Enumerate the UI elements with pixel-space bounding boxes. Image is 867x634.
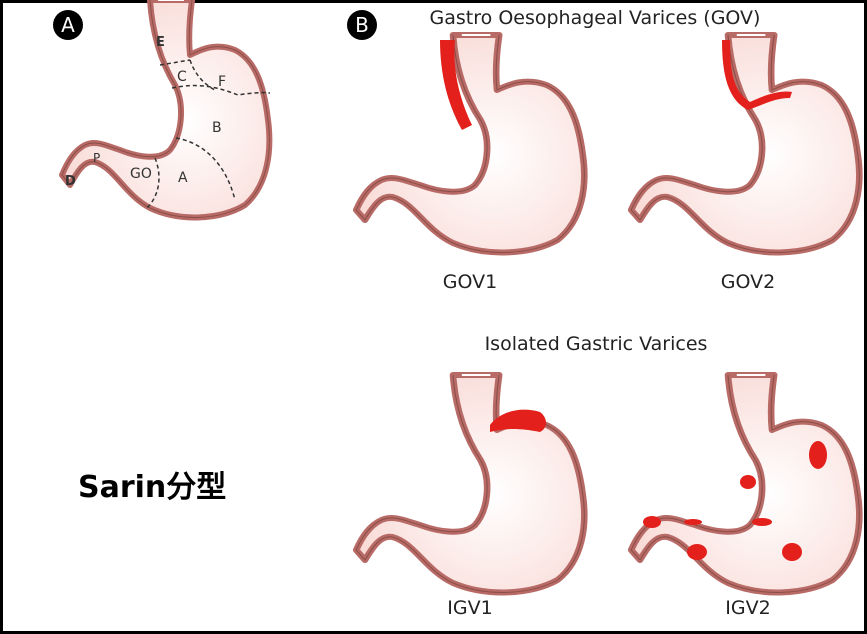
gov1-illustration xyxy=(356,35,584,252)
stomach-anatomy xyxy=(62,0,269,217)
panel-a-badge xyxy=(53,10,83,40)
region-label-c: C xyxy=(177,69,187,85)
region-label-a: A xyxy=(178,170,188,186)
panel-a-badge-label: A xyxy=(61,13,75,37)
varix-fundal xyxy=(490,409,546,432)
region-label-p: P xyxy=(93,151,100,165)
panel-a: A E C F B GO A P D xyxy=(53,0,270,217)
varix-esophageal xyxy=(440,40,472,130)
region-label-go: GO xyxy=(130,166,152,182)
gov1-label: GOV1 xyxy=(443,271,497,293)
gov2-label: GOV2 xyxy=(721,271,775,293)
gov2-illustration xyxy=(631,35,859,252)
igv-title: Isolated Gastric Varices xyxy=(485,333,708,355)
region-boundaries xyxy=(146,59,271,209)
igv1-label: IGV1 xyxy=(447,597,492,619)
varices-ectopic xyxy=(643,441,827,561)
panel-b-badge xyxy=(347,10,377,40)
igv2-illustration xyxy=(631,375,859,592)
caption-sarin-classification: Sarin分型 xyxy=(78,470,227,505)
region-label-b: B xyxy=(212,120,222,136)
varix-fundal-extension xyxy=(722,40,792,110)
igv2-label: IGV2 xyxy=(725,597,770,619)
region-label-e: E xyxy=(156,35,165,50)
region-label-d: D xyxy=(65,174,76,189)
panel-b-badge-label: B xyxy=(355,13,369,37)
region-label-f: F xyxy=(218,74,226,90)
panel-b: B Gastro Oesophageal Varices (GOV) GOV1 … xyxy=(347,7,859,619)
gov-title: Gastro Oesophageal Varices (GOV) xyxy=(430,7,761,29)
igv1-illustration xyxy=(356,375,584,592)
